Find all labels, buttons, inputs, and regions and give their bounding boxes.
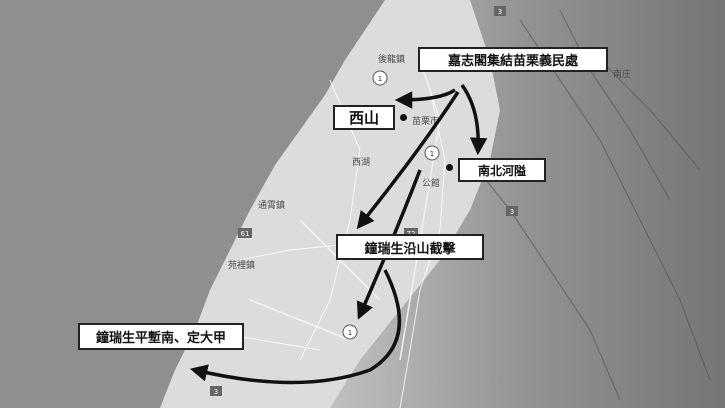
place-houlong: 後龍鎮 bbox=[378, 53, 405, 65]
nanbei-dot bbox=[446, 164, 453, 171]
svg-text:3: 3 bbox=[214, 388, 218, 396]
annotation-intercept: 鐘瑞生沿山截擊 bbox=[336, 234, 484, 260]
svg-text:61: 61 bbox=[241, 230, 250, 238]
svg-text:1: 1 bbox=[348, 329, 352, 337]
annotation-pacify: 鐘瑞生平塹南、定大甲 bbox=[78, 323, 244, 350]
road-shield-3c: 3 bbox=[494, 6, 506, 16]
mountain-ridges bbox=[469, 9, 711, 401]
road-shield-1st: 1 bbox=[372, 70, 388, 86]
arrow-to-nanbei bbox=[460, 83, 488, 156]
annotation-xishan: 西山 bbox=[333, 105, 395, 130]
road-lines bbox=[199, 79, 446, 408]
svg-text:1: 1 bbox=[430, 150, 434, 158]
annotation-nanbei: 南北河隘 bbox=[458, 158, 546, 182]
arrow-to-xishan bbox=[394, 88, 456, 109]
svg-text:3: 3 bbox=[498, 8, 502, 16]
xishan-dot bbox=[400, 114, 407, 121]
place-nanzhuang: 南庄 bbox=[613, 68, 631, 80]
svg-text:1: 1 bbox=[378, 75, 382, 83]
place-gongguan: 公館 bbox=[422, 177, 440, 189]
road-shield-1b: 1 bbox=[342, 324, 358, 340]
place-yuanli: 苑裡鎮 bbox=[228, 259, 255, 271]
place-xihu: 西湖 bbox=[352, 157, 370, 168]
place-miaoli: 苗栗市 bbox=[412, 115, 439, 127]
road-shield-1: 1 bbox=[424, 145, 440, 161]
road-shield-3: 3 bbox=[506, 206, 518, 216]
place-tongxiao: 通霄鎮 bbox=[258, 199, 285, 211]
mountain-region bbox=[330, 0, 725, 408]
road-shield-3b: 3 bbox=[210, 386, 222, 396]
annotation-gathering: 嘉志閣集結苗栗義民處 bbox=[418, 47, 608, 72]
road-shield-61: 61 bbox=[238, 228, 252, 238]
svg-text:3: 3 bbox=[510, 208, 514, 216]
arrow-to-pacify bbox=[189, 269, 402, 385]
arrow-to-intercept bbox=[356, 91, 460, 230]
